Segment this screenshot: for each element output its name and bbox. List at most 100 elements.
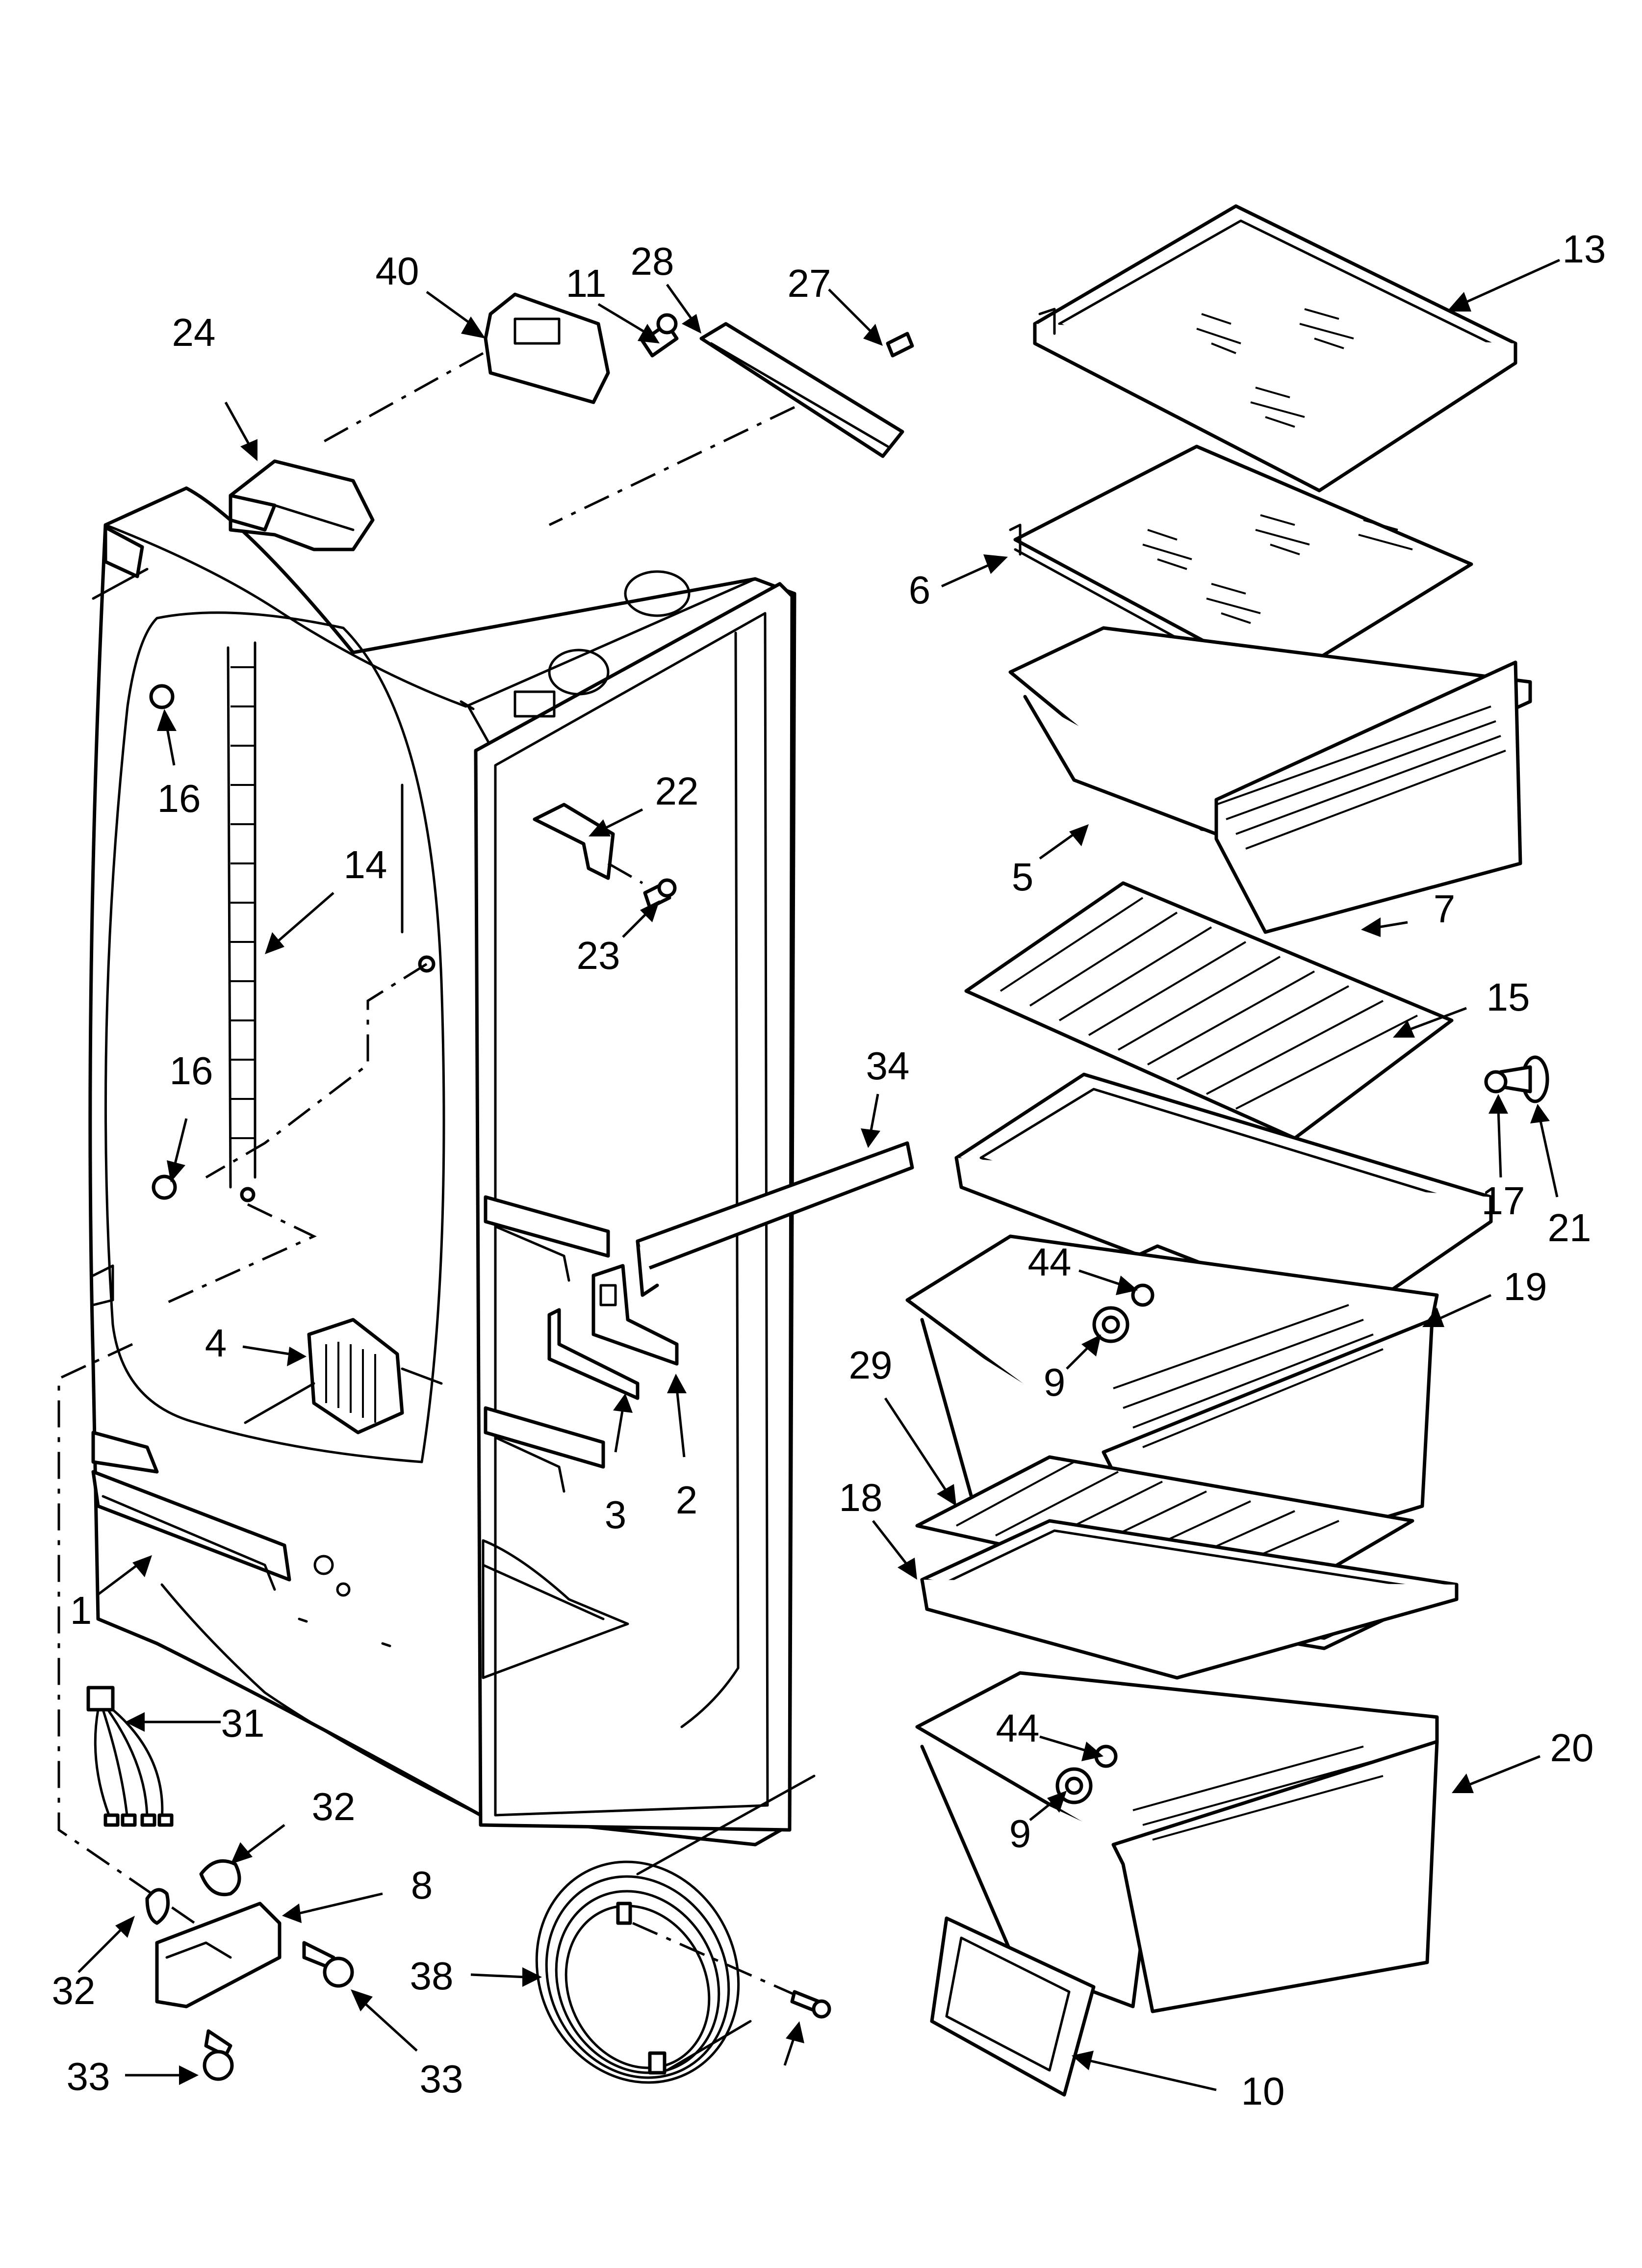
leader-11	[597, 303, 648, 335]
callout-21: 21	[1548, 1206, 1591, 1250]
arrowhead-27	[863, 324, 883, 346]
leader-38-dash	[632, 1922, 800, 1998]
leader-17	[1497, 1108, 1502, 1178]
callout-9b: 9	[1009, 1812, 1031, 1855]
callout-16b: 16	[170, 1049, 213, 1093]
part-27-screw	[886, 332, 914, 358]
callout-44a: 44	[1028, 1240, 1072, 1284]
arrowhead-31	[125, 1712, 145, 1732]
callout-5: 5	[1012, 855, 1034, 899]
arrowhead-8	[282, 1903, 302, 1923]
arrowhead-44a	[1116, 1276, 1138, 1295]
callout-13: 13	[1563, 227, 1606, 271]
leader-7	[1378, 921, 1408, 929]
arrowhead-19	[1422, 1307, 1444, 1327]
leader-21	[1539, 1118, 1559, 1198]
arrowhead-5	[1069, 824, 1089, 846]
part-5-drawer	[1008, 626, 1532, 934]
callout-29: 29	[849, 1343, 893, 1387]
callout-11: 11	[565, 261, 606, 305]
callout-33a: 33	[420, 2057, 463, 2101]
tube-screw	[790, 1990, 831, 2019]
leader-14	[276, 892, 334, 943]
part-4-vent	[244, 1318, 443, 1434]
arrowhead-33b	[179, 2065, 199, 2085]
callout-27: 27	[788, 261, 831, 305]
callout-1: 1	[70, 1589, 92, 1632]
part-20-drawer	[915, 1671, 1439, 2013]
callout-17: 17	[1482, 1179, 1525, 1223]
leader-20	[1466, 1755, 1540, 1787]
callout-44b: 44	[996, 1706, 1040, 1750]
callout-24: 24	[172, 311, 216, 354]
arrowhead-1	[132, 1555, 152, 1577]
part-32-clip-a	[199, 1859, 241, 1897]
leader-15	[1407, 1007, 1467, 1032]
arrowhead-14	[265, 932, 284, 954]
callout-23: 23	[577, 934, 620, 977]
arrowhead-34	[861, 1128, 880, 1148]
leader-6	[941, 563, 992, 588]
arrowhead-32b	[115, 1916, 135, 1938]
arrowhead-9a	[1081, 1334, 1101, 1356]
leader-16a	[165, 726, 176, 766]
callout-8: 8	[411, 1863, 433, 1907]
callout-3: 3	[605, 1493, 627, 1537]
arrowhead-29	[937, 1484, 956, 1506]
leader-44a	[1078, 1269, 1124, 1287]
callout-40: 40	[376, 249, 419, 293]
leader-1	[97, 1564, 138, 1595]
part-23-screw	[643, 878, 677, 910]
part-33-fastener-b	[203, 2029, 234, 2081]
leader-4	[242, 1345, 290, 1356]
part-38-tube	[535, 1774, 816, 2084]
arrowhead-20	[1452, 1773, 1474, 1793]
leader-40	[426, 290, 472, 325]
callout-14: 14	[344, 843, 387, 886]
callout-38: 38	[410, 1954, 454, 1998]
arrowhead-24	[240, 439, 257, 461]
leader-22-dash	[607, 862, 643, 885]
arrowhead-22	[589, 819, 611, 836]
arrowhead-11	[638, 324, 660, 343]
part-8-cover	[155, 1902, 282, 2008]
callout-9a: 9	[1044, 1360, 1066, 1404]
leader-3	[614, 1408, 624, 1453]
leader-24	[224, 401, 252, 447]
leader-28	[666, 284, 693, 320]
arrowhead-10	[1072, 2051, 1094, 2070]
leader-34	[869, 1094, 879, 1134]
arrowhead-15	[1393, 1020, 1415, 1038]
leader-10	[1088, 2059, 1217, 2091]
callout-19: 19	[1504, 1265, 1547, 1308]
leader-32b	[77, 1927, 124, 1973]
callout-33b: 33	[67, 2055, 110, 2098]
part-11-screw	[641, 313, 679, 358]
part-13-shelf	[1033, 204, 1517, 493]
part-3-strip	[547, 1308, 640, 1400]
part-24-housing	[229, 459, 375, 551]
callout-20: 20	[1550, 1726, 1594, 1770]
callout-4: 4	[205, 1321, 227, 1365]
callout-16a: 16	[157, 777, 201, 820]
leader-9b	[1029, 1799, 1055, 1821]
leader-18	[872, 1520, 908, 1566]
leader-23	[622, 912, 648, 938]
part-40-bracket	[484, 292, 610, 404]
arrowhead-44b	[1081, 1742, 1103, 1761]
leader-2	[675, 1388, 686, 1458]
callout-10: 10	[1241, 2069, 1285, 2113]
part-21-knob	[1499, 1055, 1549, 1103]
part-18-frame	[920, 1519, 1459, 1680]
leader-28-dash	[548, 406, 795, 526]
callout-2: 2	[676, 1478, 698, 1522]
part-17-screw	[1484, 1070, 1508, 1094]
arrowhead-16b	[167, 1160, 185, 1182]
callout-31: 31	[221, 1701, 265, 1745]
leader-16b	[173, 1118, 188, 1168]
leader-tube-screw	[783, 2035, 796, 2066]
leader-38	[470, 1973, 525, 1979]
leader-8	[299, 1892, 383, 1915]
arrowhead-18	[898, 1558, 917, 1580]
